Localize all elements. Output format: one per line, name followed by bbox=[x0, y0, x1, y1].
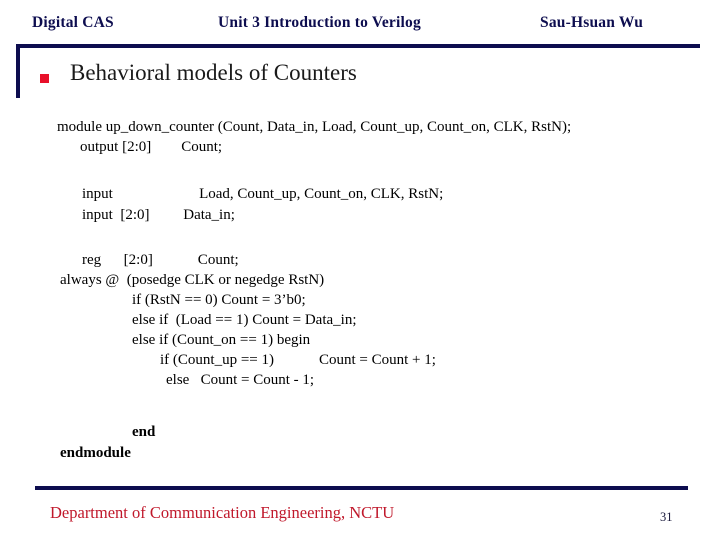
code-line: endmodule bbox=[60, 445, 131, 461]
square-bullet-icon bbox=[40, 74, 49, 83]
page-title: Behavioral models of Counters bbox=[70, 60, 357, 85]
verilog-code-block: module up_down_counter (Count, Data_in, … bbox=[0, 118, 720, 478]
code-line: output [2:0] Count; bbox=[80, 139, 223, 155]
code-line: else if (Count_on == 1) begin bbox=[132, 332, 311, 348]
code-line: module up_down_counter (Count, Data_in, … bbox=[57, 119, 572, 135]
page-number: 31 bbox=[660, 510, 673, 524]
footer-department-text: Department of Communication Engineering,… bbox=[50, 503, 395, 522]
header-divider-rule bbox=[16, 44, 700, 48]
code-line: input Load, Count_up, Count_on, CLK, Rst… bbox=[82, 186, 444, 202]
code-line: input [2:0] Data_in; bbox=[82, 207, 235, 223]
footer-divider-rule bbox=[35, 486, 688, 490]
code-line: reg [2:0] Count; bbox=[82, 252, 239, 268]
header-course-title: Digital CAS bbox=[32, 14, 114, 31]
code-line: else Count = Count - 1; bbox=[166, 372, 315, 388]
slide-title-block: Behavioral models of Counters bbox=[40, 60, 640, 98]
code-line: always @ (posedge CLK or negedge RstN) bbox=[60, 272, 325, 288]
title-accent-bar bbox=[16, 44, 20, 98]
code-line: if (Count_up == 1) Count = Count + 1; bbox=[160, 352, 436, 368]
header-unit-title: Unit 3 Introduction to Verilog bbox=[218, 14, 421, 31]
code-line: else if (Load == 1) Count = Data_in; bbox=[132, 312, 357, 328]
header-author-name: Sau-Hsuan Wu bbox=[540, 14, 644, 31]
code-line: if (RstN == 0) Count = 3’b0; bbox=[132, 292, 306, 308]
code-line: end bbox=[132, 424, 156, 440]
slide-header: Digital CAS Unit 3 Introduction to Veril… bbox=[0, 14, 720, 40]
